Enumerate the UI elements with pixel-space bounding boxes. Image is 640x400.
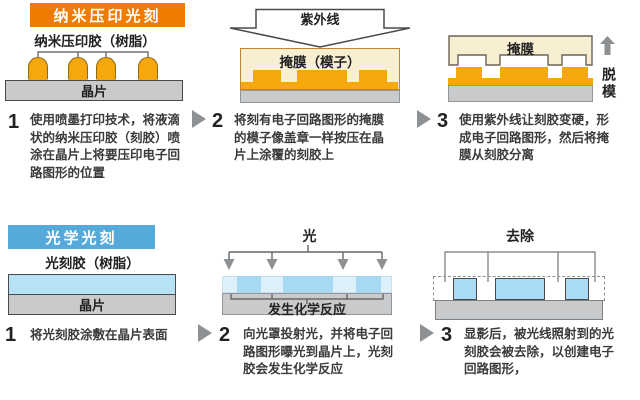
step-number: 1 [5,324,17,346]
exposed-region [283,276,333,293]
next-step-arrow-icon [420,324,434,342]
step-text: 显影后，被光线照射到的光刻胶会被去除，以创建电子回路图形， [464,327,615,376]
step-text: 使用紫外线让刻胶变硬，形成电子回路图形，然后将掩膜从刻胶分离 [459,113,610,162]
resist-block [453,278,477,300]
step-number: 1 [8,111,20,133]
droplet-bracket-icon [37,51,149,58]
mask-label: 掩膜 [507,42,534,57]
resin-layer [241,82,398,89]
resist-block [495,278,545,300]
wafer: 晶片 [5,80,183,101]
resin-droplet [68,57,88,80]
next-step-arrow-icon [192,110,206,128]
step-number: 3 [437,110,449,132]
next-step-arrow-icon [417,110,431,128]
resin-bump [297,70,347,82]
step-number: 2 [219,324,231,346]
mask-mold-label: 掩膜（模子） [279,55,361,70]
resin-bump [562,67,588,78]
light-label: 光 [302,228,317,244]
step-number: 3 [441,324,453,346]
step-number: 2 [212,110,224,132]
resin-bump [456,67,482,78]
resin-droplet [96,57,116,80]
resin-bump [500,67,548,78]
removal-bracket-icon [444,251,596,282]
resist-block [565,278,589,300]
step-text: 将刻有电子回路图形的掩膜的模子像盖章一样按压在晶片上涂覆的刻胶上 [234,113,385,162]
next-step-arrow-icon [198,324,212,342]
step-text: 将光刻胶涂敷在晶片表面 [30,328,168,342]
step-text: 使用喷墨打印技术，将液滴状的纳米压印胶（刻胶）喷涂在晶片上将要压印电子回路图形的… [30,113,181,180]
step-text: 向光罩投射光，并将电子回路图形曝光到晶片上，光刻胶会发生化学反应 [243,327,394,376]
resin-droplet [138,57,158,80]
resin-layer [448,78,593,85]
optical-section-header: 光学光刻 [8,225,155,249]
reaction-bracket-icon [230,294,384,304]
resin-bump [253,70,281,82]
wafer [448,85,593,102]
wafer: 晶片 [8,294,176,315]
demold-up-arrow-icon [600,36,615,55]
photoresist-label: 光刻胶（树脂） [45,256,140,271]
nano-resist-label: 纳米压印胶（树脂） [34,34,156,49]
uv-light-arrow-icon: 紫外线 [229,8,411,48]
svg-text:紫外线: 紫外线 [300,12,339,27]
mask-mold-box: 掩膜（模子） [240,48,400,90]
resin-droplet [28,57,48,80]
wafer [435,300,603,320]
mask-plate-icon [448,35,593,66]
demold-label: 脱模 [601,67,617,101]
exposed-region [237,276,261,293]
resin-bump [359,70,387,82]
removal-label: 去除 [506,228,534,244]
wafer [240,90,400,103]
photoresist-layer [8,274,176,295]
light-rays-icon [223,245,388,270]
nano-section-header: 纳米压印光刻 [30,3,185,27]
reaction-label: 发生化学反应 [267,302,346,317]
exposed-region [356,276,381,293]
